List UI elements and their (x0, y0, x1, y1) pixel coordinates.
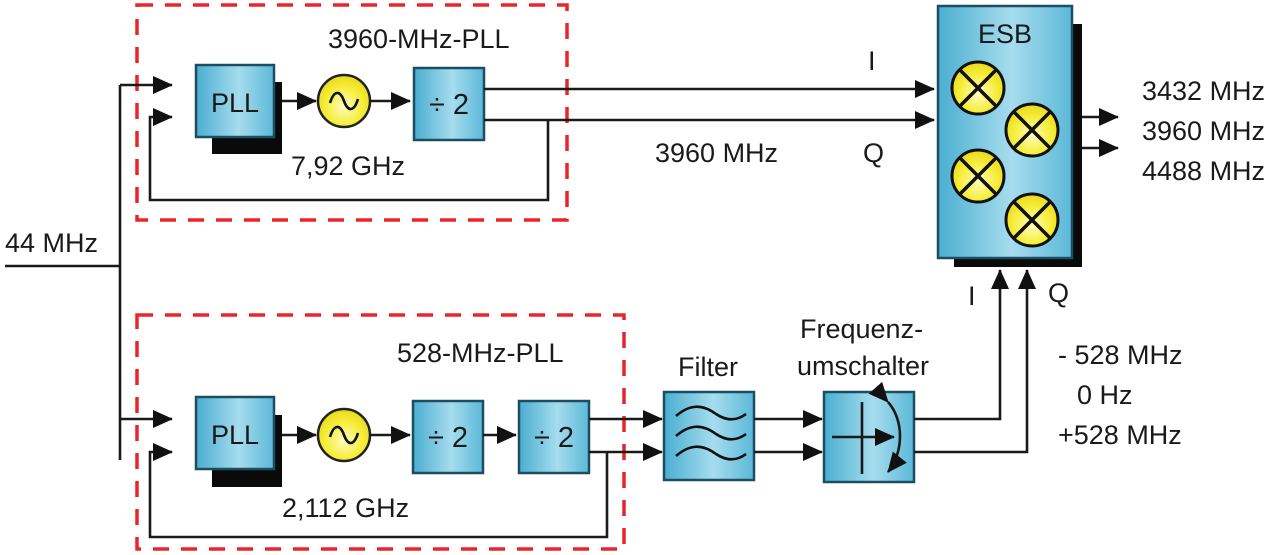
pll-bottom-group-border (135, 313, 626, 551)
pll-top-pll-block[interactable]: PLL (194, 63, 282, 154)
output-frequency-1: 3432 MHz (1142, 76, 1265, 106)
pll-bottom-divider-1-block[interactable]: ÷ 2 (411, 399, 485, 475)
input-frequency-label: 44 MHz (5, 228, 98, 258)
esb-block[interactable]: ESB (936, 4, 1082, 267)
output-frequency-2: 3960 MHz (1142, 116, 1265, 146)
mixer-x-icon (958, 68, 998, 108)
input-wiring (5, 76, 173, 460)
output-frequency-3: 4488 MHz (1142, 156, 1265, 186)
pll-bottom-feedback-wire (148, 443, 609, 539)
pll-top-output-frequency-label: 3960 MHz (655, 138, 778, 168)
filter-label: Filter (678, 352, 738, 382)
esb-bottom-i-label: I (968, 281, 976, 311)
switch-label-line2: umschalter (797, 351, 929, 381)
offset-frequency-2: 0 Hz (1077, 380, 1133, 410)
offset-frequency-1: - 528 MHz (1058, 340, 1183, 370)
filter-block[interactable] (662, 390, 756, 482)
pll-bottom-vco-frequency-label: 2,112 GHz (282, 493, 409, 523)
frequency-switch-block[interactable] (822, 381, 916, 484)
esb-label: ESB (978, 19, 1032, 49)
mixer-1 (950, 60, 1006, 116)
mixer-3 (950, 148, 1006, 204)
sine-wave-icon (328, 425, 360, 445)
pll-bottom-pll-block-label: PLL (211, 420, 259, 450)
mixer-2 (1004, 102, 1060, 158)
pll-top-divider-block[interactable]: ÷ 2 (412, 66, 486, 142)
mixer-x-icon (1012, 200, 1052, 240)
esb-top-q-label: Q (863, 138, 884, 168)
pll-top-group-label: 3960-MHz-PLL (328, 24, 510, 54)
mixer-x-icon (1012, 110, 1052, 150)
pll-top-divider-label: ÷ 2 (429, 89, 469, 121)
pll-bottom-pll-block[interactable]: PLL (194, 395, 282, 487)
pll-top-group-border (135, 3, 569, 222)
switch-to-esb-i-wire (914, 269, 1009, 421)
switch-arrows-icon (832, 381, 907, 474)
mixer-x-icon (958, 156, 998, 196)
mixer-4 (1004, 192, 1060, 248)
switch-label-line1: Frequenz- (800, 314, 923, 344)
esb-top-i-label: I (868, 46, 876, 76)
esb-bottom-q-label: Q (1048, 278, 1069, 308)
sine-wave-icon (328, 91, 360, 111)
pll-top-vco-oscillator[interactable] (316, 73, 372, 129)
offset-frequency-3: +528 MHz (1058, 420, 1182, 450)
pll-top-feedback-wire (148, 108, 550, 202)
pll-top-pll-block-label: PLL (211, 88, 259, 118)
filter-wave-icon (675, 405, 747, 461)
switch-to-esb-q-wire (914, 269, 1036, 454)
pll-bottom-group-label: 528-MHz-PLL (397, 338, 564, 368)
pll-bottom-divider-1-label: ÷ 2 (428, 422, 468, 454)
pll-top-vco-frequency-label: 7,92 GHz (291, 151, 405, 181)
pll-bottom-divider-2-block[interactable]: ÷ 2 (517, 399, 591, 475)
pll-bottom-divider-2-label: ÷ 2 (534, 422, 574, 454)
pll-bottom-vco-oscillator[interactable] (316, 407, 372, 463)
